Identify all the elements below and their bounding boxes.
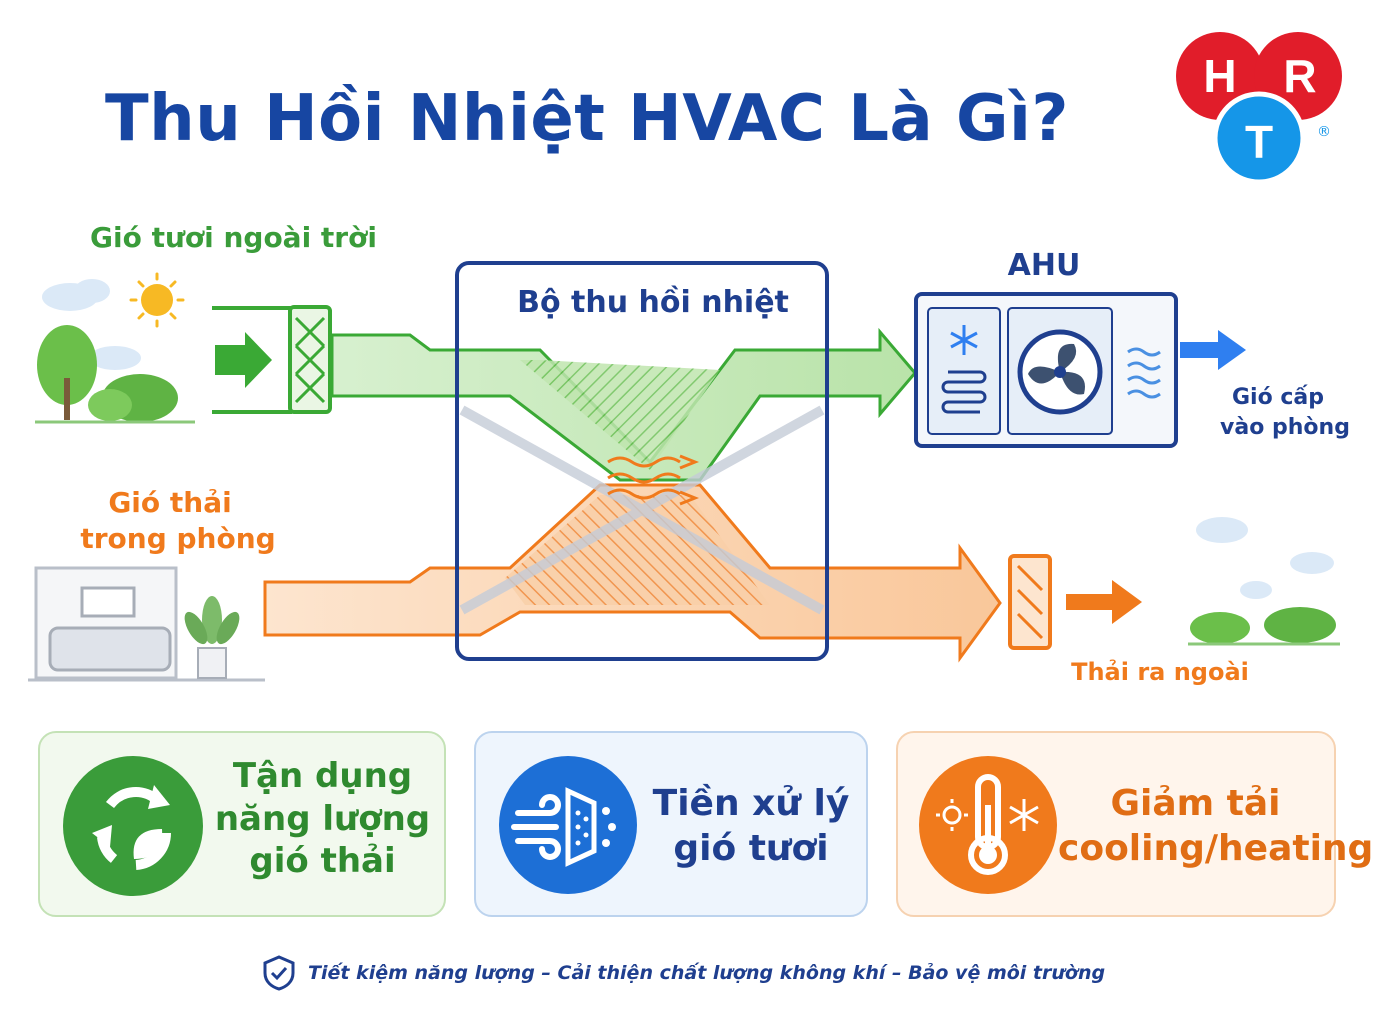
- benefit-energy-line1: Tận dụng: [232, 756, 413, 796]
- benefit-card-pretreat: Tiền xử lý gió tươi: [474, 731, 868, 917]
- recycle-leaf-icon: [63, 756, 203, 896]
- hrt-logo: H R T ®: [1170, 30, 1350, 190]
- outdoor-right-scene-icon: [1188, 517, 1340, 646]
- thermometer-icon: [919, 756, 1057, 894]
- benefit-card-energy: Tận dụng năng lượng gió thải: [38, 731, 446, 917]
- page-title: Thu Hồi Nhiệt HVAC Là Gì?: [105, 82, 1070, 156]
- outdoor-scene-icon: [35, 272, 195, 424]
- recovery-unit-cross: [459, 405, 825, 615]
- heat-transfer-waves-icon: [607, 454, 700, 506]
- recovery-unit-label: Bộ thu hồi nhiệt: [517, 285, 789, 320]
- airflow-waves-icon: [1127, 347, 1161, 399]
- logo-letter-t: T: [1245, 116, 1273, 168]
- supply-arrow-icon: [1180, 330, 1246, 370]
- benefit-load-line1: Giảm tải: [1110, 783, 1281, 824]
- fresh-air-inlet-icon: [212, 305, 332, 414]
- discharge-filter-icon: [1008, 554, 1052, 650]
- shield-check-icon: [263, 955, 295, 991]
- ahu-label: AHU: [1008, 248, 1081, 283]
- benefit-energy-line3: gió thải: [249, 841, 396, 881]
- exhaust-air-label-line2: trong phòng: [80, 522, 275, 555]
- heat-recovery-diagram: Gió tươi ngoài trời Gió thải trong phòng…: [28, 221, 1350, 686]
- air-filter-icon: [499, 756, 637, 894]
- supply-label-line1: Gió cấp: [1232, 385, 1324, 410]
- indoor-room-icon: [28, 566, 265, 682]
- exhaust-air-flow: [263, 483, 1002, 663]
- recovery-unit-box: [455, 261, 829, 661]
- benefit-pretreat-line1: Tiền xử lý: [652, 783, 850, 824]
- benefit-pretreat-line2: gió tươi: [673, 828, 829, 869]
- logo-letter-h: H: [1203, 50, 1236, 102]
- exhaust-air-label-line1: Gió thải: [108, 486, 231, 519]
- benefit-card-load: Giảm tải cooling/heating: [896, 731, 1374, 917]
- benefit-load-line2: cooling/heating: [1058, 828, 1374, 869]
- logo-letter-r: R: [1283, 50, 1316, 102]
- snowflake-icon: [950, 325, 978, 355]
- logo-registered: ®: [1317, 124, 1331, 140]
- supply-label-line2: vào phòng: [1220, 415, 1350, 440]
- coil-icon: [941, 370, 987, 414]
- discharge-arrow-icon: [1066, 580, 1142, 624]
- ahu-unit: [914, 292, 1178, 448]
- fresh-air-label: Gió tươi ngoài trời: [90, 221, 377, 254]
- footer: Tiết kiệm năng lượng – Cải thiện chất lư…: [262, 955, 1162, 991]
- fan-icon: [1017, 329, 1103, 415]
- footer-text: Tiết kiệm năng lượng – Cải thiện chất lư…: [308, 962, 1106, 984]
- discharge-label: Thải ra ngoài: [1071, 658, 1249, 686]
- logo-circle-t: [1212, 91, 1306, 185]
- benefit-energy-line2: năng lượng: [214, 798, 431, 839]
